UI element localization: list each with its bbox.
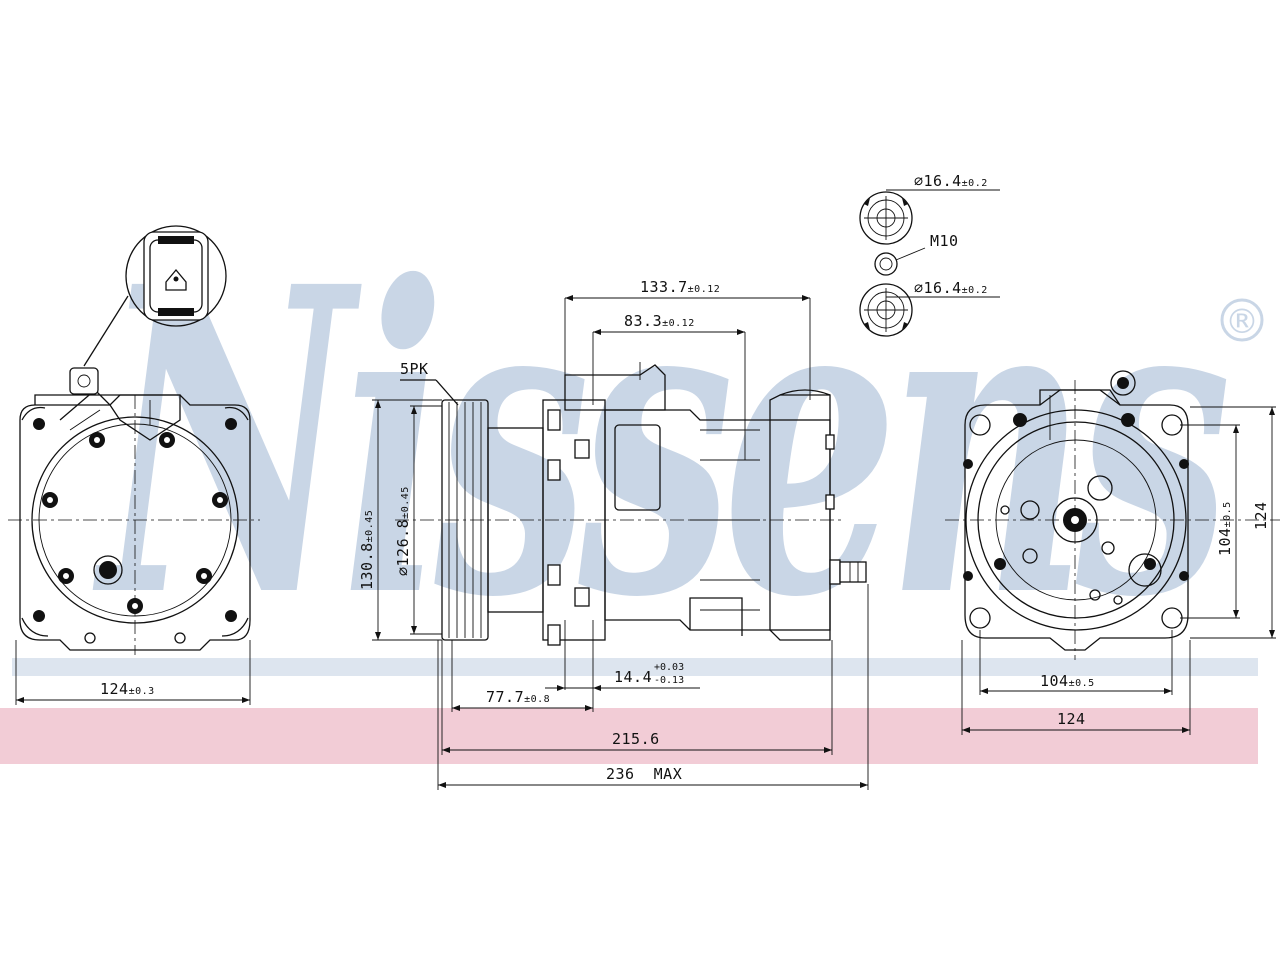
right-vert-spacing-tolerance: ±0.5 [1222, 501, 1233, 527]
length-max-value: 236 MAX [606, 765, 682, 783]
pink-band [0, 708, 1258, 764]
middle-side-view: 5PK 130.8±0.45 ⌀126.8±0.45 133.7±0.12 83… [358, 278, 869, 790]
svg-text:⌀16.4±0.2: ⌀16.4±0.2 [914, 172, 988, 190]
pulley-outer-diameter-value: 130.8 [358, 542, 376, 590]
svg-text:14.4: 14.4 [614, 668, 652, 686]
pulley-outer-diameter-tolerance: ±0.45 [364, 510, 375, 543]
small-offset-value: 14.4 [614, 668, 652, 686]
left-rear-view: 124±0.3 [8, 225, 260, 705]
top-span-tolerance: ±0.12 [688, 284, 721, 295]
left-width-value: 124 [100, 680, 129, 698]
svg-text:130.8±0.45: 130.8±0.45 [358, 510, 376, 590]
offset-value: 77.7 [486, 688, 524, 706]
svg-text:⌀126.8±0.45: ⌀126.8±0.45 [394, 486, 412, 576]
svg-text:77.7±0.8: 77.7±0.8 [486, 688, 550, 706]
port-thread-label: M10 [930, 232, 959, 250]
right-hole-spacing-tolerance: ±0.5 [1069, 678, 1095, 689]
belt-type-label: 5PK [400, 360, 429, 378]
svg-text:104±0.5: 104±0.5 [1216, 501, 1234, 556]
port-top-diameter: ⌀16.4 [914, 172, 962, 190]
port-bottom-diameter: ⌀16.4 [914, 279, 962, 297]
port-detail: ⌀16.4±0.2 M10 ⌀16.4±0.2 [859, 172, 1000, 337]
svg-text:104±0.5: 104±0.5 [1040, 672, 1095, 690]
top-span2-value: 83.3 [624, 312, 662, 330]
registered-mark: ® [1225, 302, 1259, 342]
offset-tolerance: ±0.8 [524, 694, 550, 705]
length-mid-value: 215.6 [612, 730, 660, 748]
right-height-value: 124 [1252, 501, 1270, 530]
top-span2-tolerance: ±0.12 [662, 318, 695, 329]
small-offset-tolerance-upper: +0.03 [654, 662, 684, 673]
svg-text:83.3±0.12: 83.3±0.12 [624, 312, 695, 330]
right-hole-spacing-value: 104 [1040, 672, 1069, 690]
pulley-inner-diameter-value: ⌀126.8 [394, 519, 412, 576]
right-width-value: 124 [1057, 710, 1086, 728]
right-vert-spacing-value: 104 [1216, 527, 1234, 556]
pulley-inner-diameter-tolerance: ±0.45 [400, 486, 411, 519]
svg-text:133.7±0.12: 133.7±0.12 [640, 278, 720, 296]
svg-text:124±0.3: 124±0.3 [100, 680, 155, 698]
port-top-tolerance: ±0.2 [962, 178, 988, 189]
top-span-value: 133.7 [640, 278, 688, 296]
right-front-view: 104±0.5 124 104±0.5 124 [945, 370, 1280, 735]
svg-text:⌀16.4±0.2: ⌀16.4±0.2 [914, 279, 988, 297]
small-offset-tolerance-lower: -0.13 [654, 675, 684, 686]
blue-band [12, 658, 1258, 676]
port-bottom-tolerance: ±0.2 [962, 285, 988, 296]
left-width-tolerance: ±0.3 [129, 686, 155, 697]
registered-mark-circle [1220, 298, 1264, 342]
